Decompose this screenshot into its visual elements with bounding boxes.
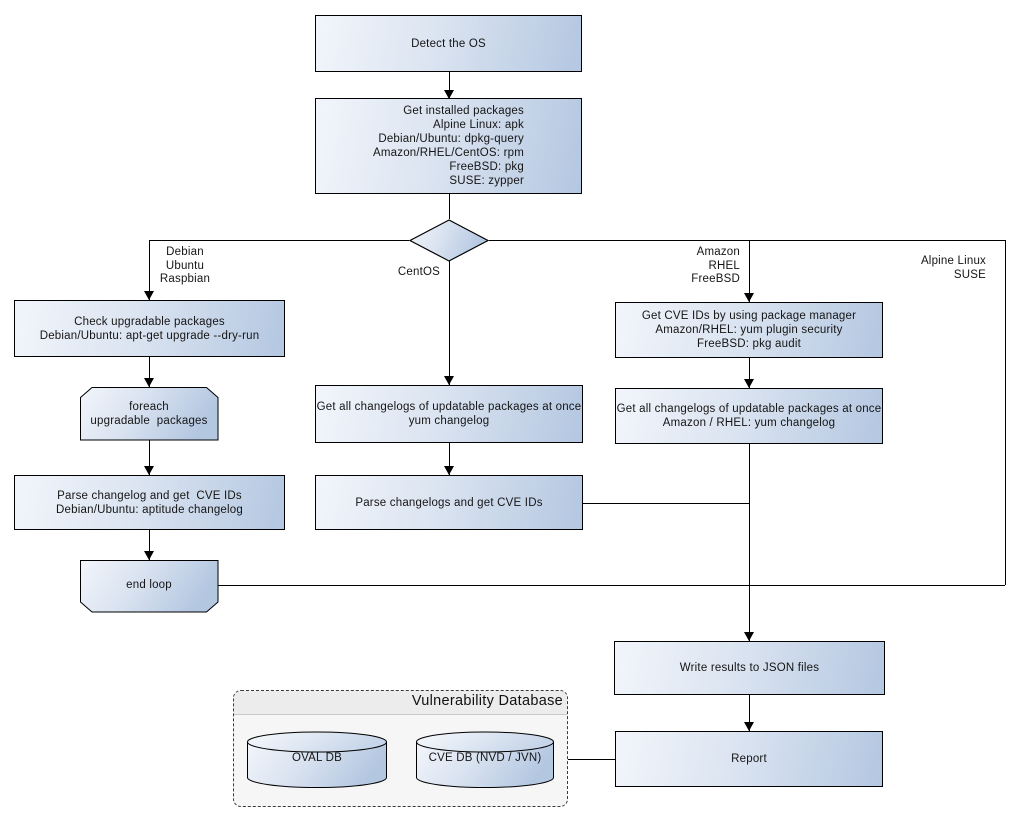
arrowhead	[744, 379, 754, 388]
node-label: Get installed packages Alpine Linux: apk…	[373, 105, 524, 187]
edge-decision-to-debian-branch	[149, 240, 150, 300]
database-label: OVAL DB	[292, 752, 342, 764]
edge-decision-to-centos-branch	[449, 261, 450, 385]
arrowhead	[744, 293, 754, 302]
arrowhead	[444, 90, 454, 99]
group-header: Vulnerability Database	[234, 691, 567, 715]
node-end-loop	[80, 560, 219, 613]
edge-endloop-join	[218, 585, 1005, 586]
edge-centos-changelog-to-parse	[449, 443, 450, 475]
node-label: Write results to JSON files	[679, 662, 820, 674]
node-write-results-json: Write results to JSON files	[614, 641, 885, 695]
node-label: Get all changelogs of updatable packages…	[316, 401, 582, 427]
edge-check-to-foreach	[149, 357, 150, 387]
arrowhead	[744, 632, 754, 641]
edge-write-to-report	[749, 695, 750, 731]
branch-label-amazon: Amazon RHEL FreeBSD	[691, 246, 740, 285]
node-label: Get CVE IDs by using package manager Ama…	[641, 310, 857, 350]
edge-detect-to-installed	[449, 71, 450, 99]
node-parse-changelogs-centos: Parse changelogs and get CVE IDs	[315, 475, 583, 530]
node-label: Parse changelogs and get CVE IDs	[355, 496, 543, 509]
arrowhead	[144, 551, 154, 560]
edge-decision-left	[149, 240, 409, 241]
node-detect-os: Detect the OS	[315, 15, 582, 72]
edge-cveids-to-changelogs	[749, 358, 750, 388]
arrowhead	[444, 376, 454, 385]
branch-label-centos: CentOS	[397, 266, 440, 278]
oval-db-cylinder-icon	[247, 731, 387, 788]
branch-label-alpine: Alpine Linux SUSE	[920, 255, 986, 281]
edge-foreach-to-parse	[149, 440, 150, 475]
edge-decision-right	[489, 240, 1005, 241]
node-get-changelogs-amazon: Get all changelogs of updatable packages…	[615, 388, 883, 444]
edge-parse-centos-join	[583, 503, 749, 504]
edge-database-to-report	[568, 759, 615, 760]
node-label: foreach upgradable packages	[90, 401, 208, 427]
node-get-installed-packages: Get installed packages Alpine Linux: apk…	[315, 98, 582, 194]
edge-parse-to-endloop	[149, 530, 150, 560]
arrowhead	[744, 722, 754, 731]
node-label: Report	[731, 753, 767, 765]
node-parse-changelog-debian: Parse changelog and get CVE IDs Debian/U…	[14, 475, 285, 530]
edge-changelogs-to-write	[749, 444, 750, 641]
arrowhead	[444, 466, 454, 475]
arrowhead	[144, 466, 154, 475]
branch-label-debian: Debian Ubuntu Raspbian	[159, 246, 211, 285]
arrowhead	[144, 378, 154, 387]
node-get-cve-ids-pkg-manager: Get CVE IDs by using package manager Ama…	[615, 302, 883, 358]
arrowhead	[144, 291, 154, 300]
node-label: end loop	[126, 579, 172, 591]
edge-decision-to-amazon-branch	[749, 240, 750, 302]
os-decision-diamond	[408, 219, 490, 262]
node-foreach-loop-start	[80, 387, 219, 441]
node-report: Report	[615, 731, 883, 787]
database-label: CVE DB (NVD / JVN)	[428, 752, 542, 764]
node-label: Get all changelogs of updatable packages…	[616, 403, 882, 429]
cve-db-cylinder-icon	[416, 731, 554, 788]
node-label: Detect the OS	[411, 37, 486, 50]
node-label: Parse changelog and get CVE IDs Debian/U…	[56, 489, 243, 516]
edge-alpine-branch	[1005, 240, 1006, 585]
node-label: Check upgradable packages Debian/Ubuntu:…	[39, 315, 260, 342]
group-title: Vulnerability Database	[411, 693, 563, 709]
node-check-upgradable-packages: Check upgradable packages Debian/Ubuntu:…	[14, 300, 285, 357]
edge-installed-to-decision	[449, 194, 450, 219]
node-get-changelogs-centos: Get all changelogs of updatable packages…	[315, 385, 583, 443]
